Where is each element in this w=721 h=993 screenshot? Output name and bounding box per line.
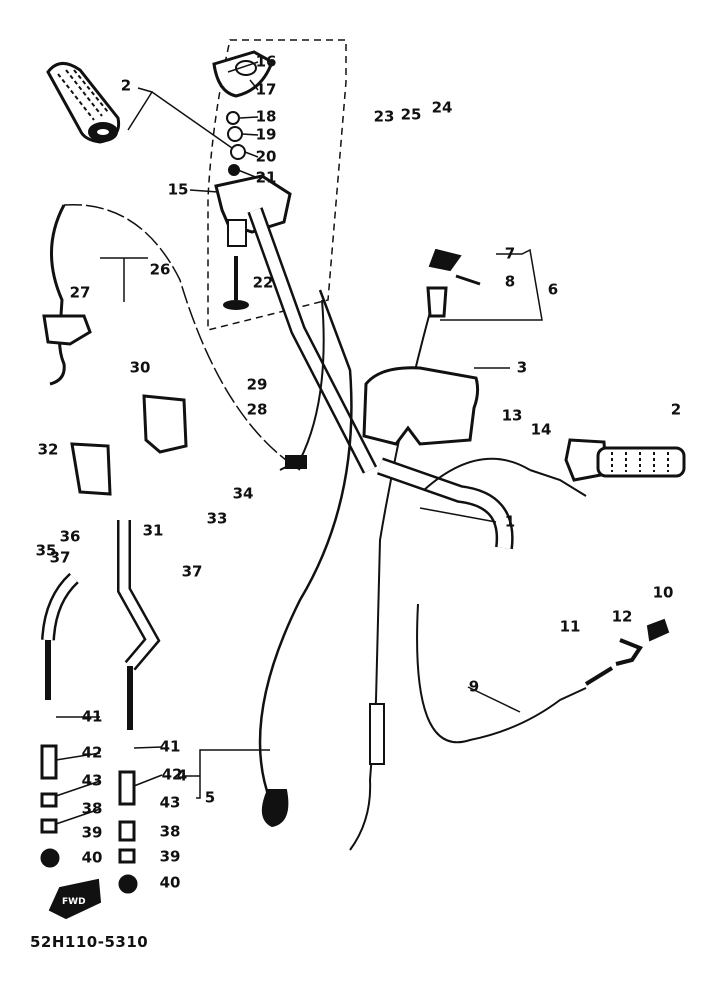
callout-32: 32 — [37, 440, 59, 459]
callout-21: 21 — [255, 168, 277, 187]
callout-16: 16 — [255, 52, 277, 71]
callout-41-right: 41 — [159, 737, 181, 756]
callout-17: 17 — [255, 80, 277, 99]
callout-1: 1 — [504, 512, 516, 531]
callout-25: 25 — [400, 105, 422, 124]
left-grip — [46, 62, 121, 144]
callout-34: 34 — [232, 484, 254, 503]
callout-39-right: 39 — [159, 847, 181, 866]
callout-38-right: 38 — [159, 822, 181, 841]
callout-36: 36 — [59, 527, 81, 546]
callout-8: 8 — [504, 272, 516, 291]
callout-28: 28 — [246, 400, 268, 419]
callout-6: 6 — [547, 280, 559, 299]
callout-43-right: 43 — [159, 793, 181, 812]
callout-5: 5 — [204, 788, 216, 807]
callout-23: 23 — [373, 107, 395, 126]
callout-29: 29 — [246, 375, 268, 394]
callout-42-right: 42 — [161, 765, 183, 784]
callout-2-right: 2 — [670, 400, 682, 419]
callout-11: 11 — [559, 617, 581, 636]
callout-19: 19 — [255, 125, 277, 144]
callout-43-left: 43 — [81, 771, 103, 790]
callout-24: 24 — [431, 98, 453, 117]
callout-37-left: 37 — [49, 548, 71, 567]
fwd-sticker: FWD — [48, 878, 102, 920]
callout-40-left: 40 — [81, 848, 103, 867]
callout-33: 33 — [206, 509, 228, 528]
callout-37-right: 37 — [181, 562, 203, 581]
callout-39-left: 39 — [81, 823, 103, 842]
callout-13: 13 — [501, 406, 523, 425]
callout-7: 7 — [504, 244, 516, 263]
callout-27: 27 — [69, 283, 91, 302]
callout-40-right: 40 — [159, 873, 181, 892]
callout-30: 30 — [129, 358, 151, 377]
callout-42-left: 42 — [81, 743, 103, 762]
callout-38-left: 38 — [81, 799, 103, 818]
callout-4: 4 — [176, 766, 188, 785]
callout-26: 26 — [149, 260, 171, 279]
callout-2-left: 2 — [120, 76, 132, 95]
svg-text:FWD: FWD — [62, 897, 86, 907]
callout-15: 15 — [167, 180, 189, 199]
callout-14: 14 — [530, 420, 552, 439]
callout-12: 12 — [611, 607, 633, 626]
callout-3: 3 — [516, 358, 528, 377]
diagram-code: 52H110-5310 — [30, 933, 149, 951]
right-grip — [564, 438, 686, 482]
callout-18: 18 — [255, 107, 277, 126]
callout-22: 22 — [252, 273, 274, 292]
callout-9: 9 — [468, 677, 480, 696]
callout-41-left: 41 — [81, 707, 103, 726]
callout-31: 31 — [142, 521, 164, 540]
callout-35: 35 — [35, 541, 57, 560]
callout-10: 10 — [652, 583, 674, 602]
callout-20: 20 — [255, 147, 277, 166]
